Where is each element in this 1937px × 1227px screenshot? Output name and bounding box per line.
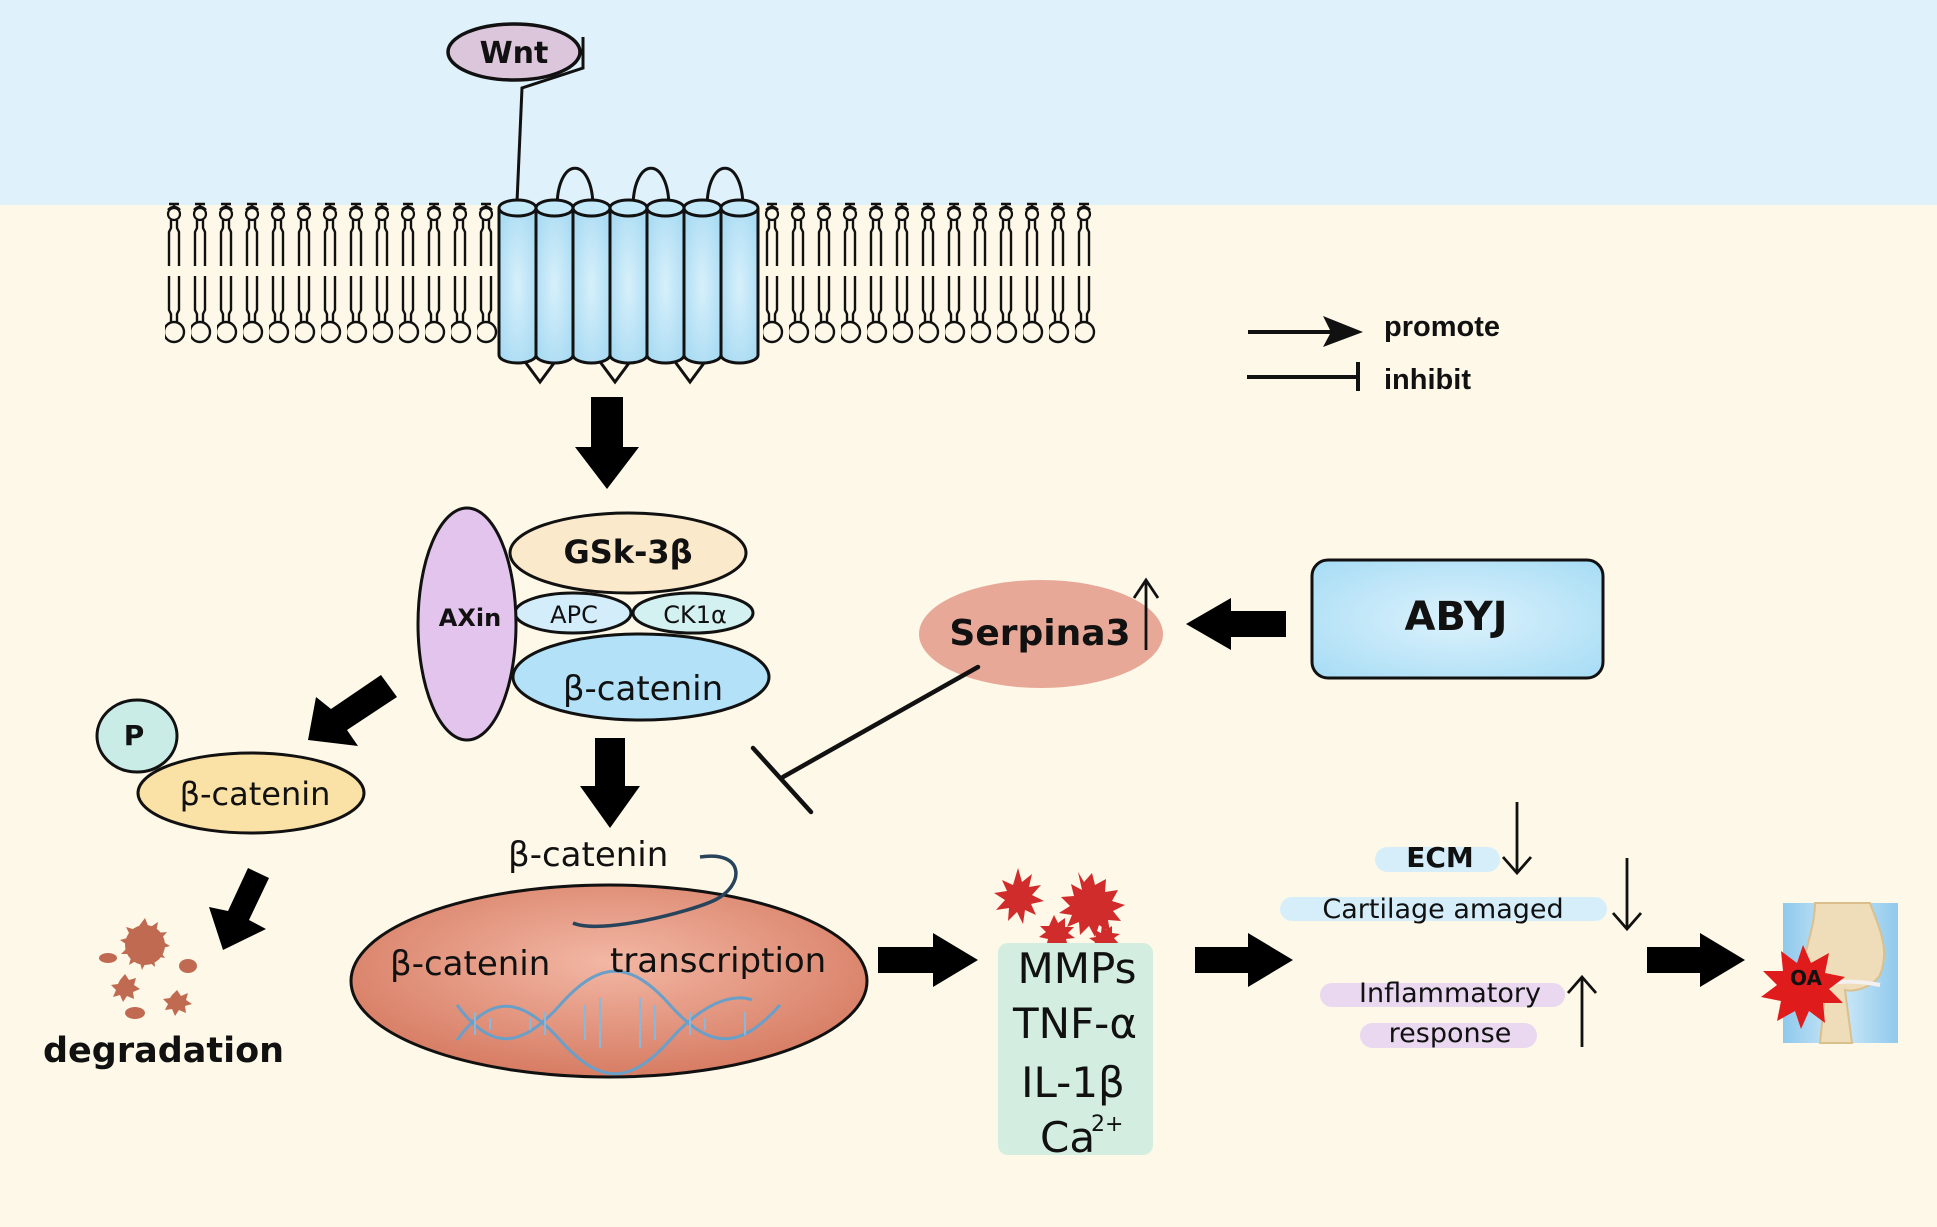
receptor-helix — [719, 198, 760, 365]
dna-icon — [455, 969, 782, 1076]
cytokine-calcium: Ca — [1040, 1113, 1095, 1162]
wnt-label: Wnt — [480, 36, 549, 71]
axin-node — [416, 506, 518, 742]
legend-promote-label: promote — [1384, 311, 1500, 343]
arrow-nucleus-to-cytokines — [878, 933, 978, 987]
legend-inhibit-icon — [1247, 362, 1360, 391]
apc-label: APC — [550, 601, 598, 629]
cartilage-pill — [1280, 897, 1607, 921]
nucleus-transcription-label: transcription — [610, 941, 826, 981]
bcatenin-phospho-label: β-catenin — [180, 775, 331, 813]
effects-group: ECM Cartilage amaged Inflammatory respon… — [1280, 802, 1643, 1049]
phospho-bcatenin: P β-catenin — [95, 698, 366, 835]
wnt-ligand: Wnt — [446, 22, 585, 203]
arrow-cytokines-to-effects — [1195, 933, 1293, 987]
receptor-helix — [571, 198, 612, 365]
axin-label: AXin — [439, 604, 501, 632]
bcatenin-complex-label: β-catenin — [563, 669, 723, 709]
ecm-label: ECM — [1406, 841, 1474, 874]
legend-inhibit-label: inhibit — [1384, 364, 1471, 396]
abyj-box — [1310, 558, 1605, 680]
bcatenin-phospho-node — [136, 751, 366, 835]
ck1a-label: CK1α — [663, 601, 727, 629]
cytokine-il1b: IL-1β — [1021, 1058, 1125, 1107]
frizzled-receptor — [497, 166, 760, 385]
serpina3-group: Serpina3 — [919, 577, 1163, 688]
serpina3-label: Serpina3 — [949, 613, 1130, 654]
cartilage-down-arrow-icon — [1611, 858, 1643, 932]
cytokine-box: MMPs TNF-α IL-1β Ca 2+ — [998, 943, 1153, 1162]
phosphate-label: P — [124, 719, 145, 752]
degradation-label: degradation — [43, 1031, 284, 1071]
arrow-effects-to-oa — [1647, 933, 1745, 987]
cytokine-tnfa: TNF-α — [1012, 999, 1137, 1048]
arrow-abyj-to-serpina3 — [1186, 598, 1286, 650]
gsk3b-node — [508, 511, 748, 595]
bcatenin-complex-node — [511, 632, 771, 722]
response-label: response — [1389, 1018, 1512, 1049]
receptor-helix — [497, 198, 538, 365]
oa-label: OA — [1790, 966, 1822, 990]
arrow-complex-to-nucleus — [580, 738, 640, 828]
response-pill — [1360, 1023, 1537, 1048]
arrow-phospho-to-degradation — [209, 868, 269, 950]
ecm-down-arrow-icon — [1501, 802, 1533, 876]
abyj-group: ABYJ — [1310, 558, 1605, 680]
knee-joint-icon: OA — [1761, 902, 1898, 1044]
inhibit-serpina3-to-bcatenin — [750, 664, 981, 815]
legend-promote-icon — [1248, 316, 1363, 347]
abyj-label: ABYJ — [1404, 594, 1507, 640]
cartilage-label: Cartilage amaged — [1322, 894, 1563, 925]
phosphate-node — [95, 698, 179, 774]
degradation-icon — [99, 918, 197, 1019]
receptor-helix — [645, 198, 686, 365]
serpina3-node — [919, 580, 1163, 688]
nucleus-bcatenin-label: β-catenin — [390, 944, 550, 984]
ecm-pill — [1375, 847, 1500, 872]
inflammatory-label: Inflammatory — [1359, 978, 1541, 1009]
extracellular-space — [0, 0, 1937, 210]
cell-membrane — [165, 200, 1096, 350]
bcatenin-free-label: β-catenin — [508, 835, 668, 875]
oa-starburst — [1761, 945, 1845, 1029]
bcatenin-translocation-curve — [572, 854, 738, 929]
intracellular-space — [0, 205, 1937, 1227]
receptor-helix — [534, 198, 575, 365]
arrow-complex-to-phospho — [308, 675, 397, 746]
ck1a-node — [631, 591, 755, 635]
inflammatory-up-arrow-icon — [1566, 974, 1598, 1047]
legend: promote inhibit — [1247, 311, 1500, 396]
receptor-helix — [608, 198, 649, 365]
destruction-complex: AXin GSk-3β APC CK1α β-catenin — [416, 506, 771, 742]
arrow-receptor-to-complex — [575, 397, 639, 489]
inflammatory-pill — [1320, 983, 1565, 1007]
nucleus: β-catenin transcription — [349, 883, 869, 1079]
cytokine-mmps: MMPs — [1018, 944, 1137, 993]
gsk3b-label: GSk-3β — [563, 533, 692, 571]
receptor-helix — [682, 198, 723, 365]
serpina3-up-arrow-icon — [1132, 577, 1160, 650]
calcium-superscript: 2+ — [1091, 1112, 1123, 1137]
